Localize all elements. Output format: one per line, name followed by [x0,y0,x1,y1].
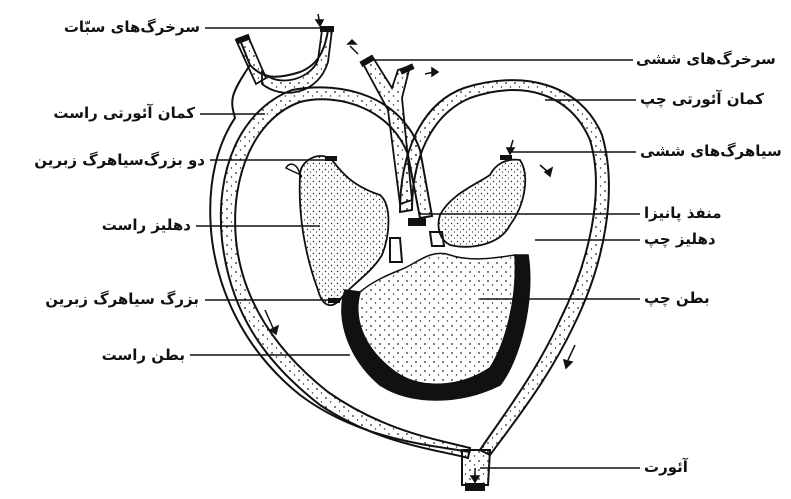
label-superior-vena-cava: بزرگ سیاهرگ زبرین [45,290,199,308]
label-pulmonary-veins: سیاهرگ‌های ششی [640,142,782,160]
label-carotid-arteries: سرخرگ‌های سبّات [64,18,200,36]
label-superior-venae-cavae: دو بزرگ‌سیاهرگ زبرین [34,151,205,169]
label-pulmonary-arteries: سرخرگ‌های ششی [636,50,776,68]
aorta-end [465,483,485,491]
label-left-ventricle: بطن چپ [644,289,710,307]
label-right-ventricle: بطن راست [102,346,185,364]
label-right-atrium: دهلیز راست [102,216,191,234]
label-foramen-of-panizza: منفذ پانیزا [644,204,722,222]
pulmonary-artery-tube [362,56,412,204]
carotid-cap [320,26,334,32]
carotid-branch [236,36,266,84]
left-atrium-shape [438,160,525,247]
label-left-atrium: دهلیز چپ [644,230,716,248]
panizza-foramen [408,218,426,226]
label-left-aortic-arch: کمان آئورتی چپ [640,90,764,108]
panizza-vessel-a [390,238,402,262]
pulmonary-vein-cap [500,155,512,160]
label-right-aortic-arch: کمان آئورتی راست [53,104,195,122]
label-aorta: آئورت [644,458,688,476]
left-arch-tube [262,30,332,93]
